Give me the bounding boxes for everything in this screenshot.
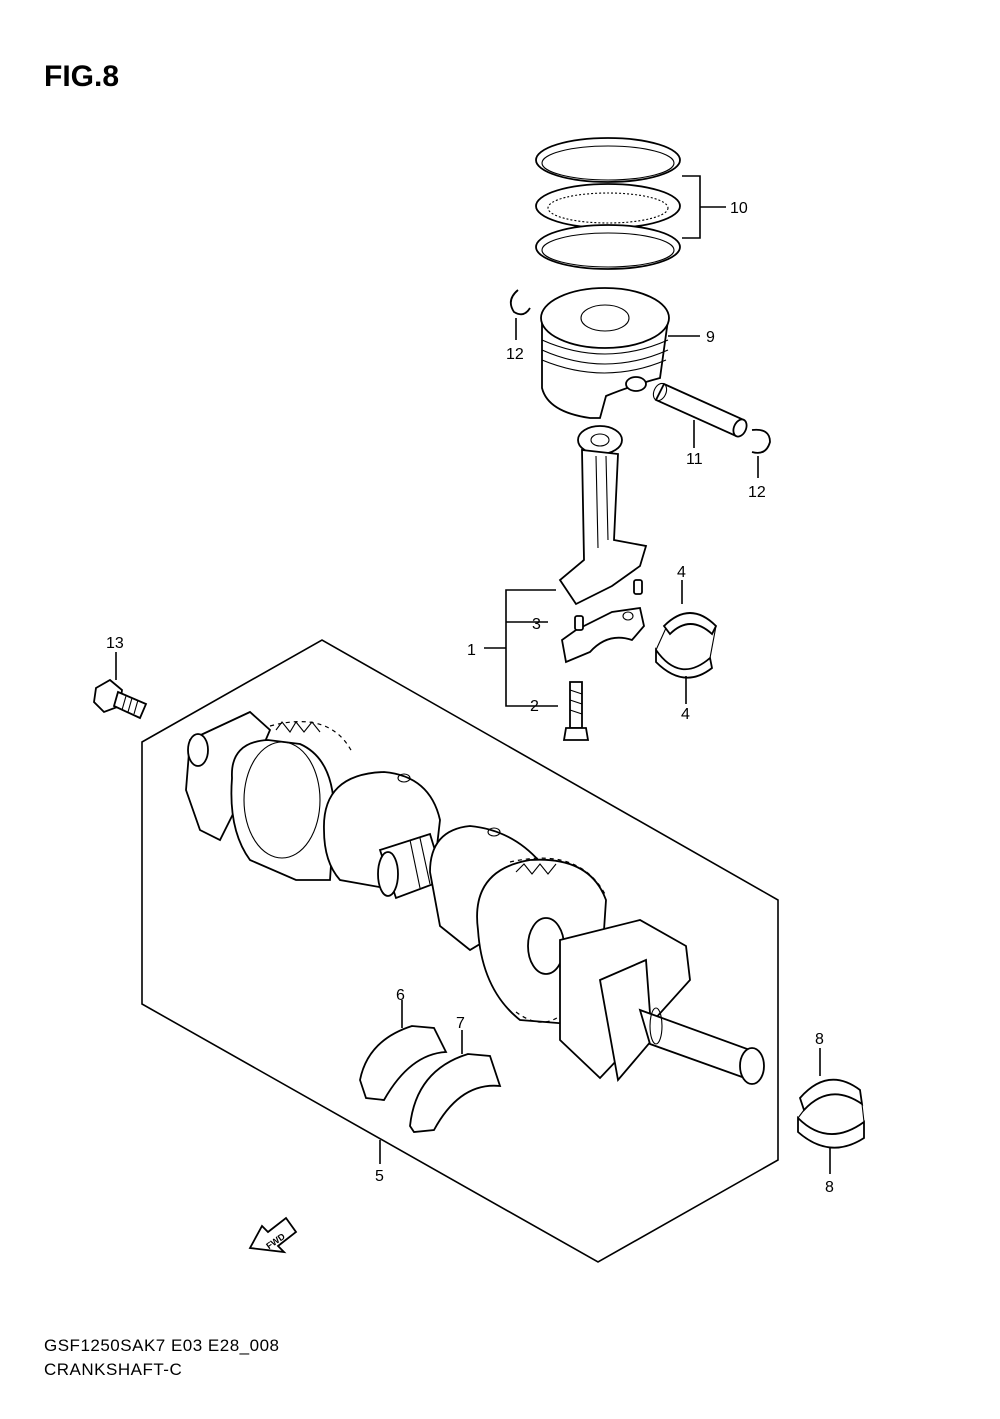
callout-11: 11 bbox=[686, 451, 703, 468]
crankshaft-assembly-outline bbox=[141, 639, 779, 1263]
callout-2: 2 bbox=[530, 698, 539, 715]
thrust-bearing-7[interactable] bbox=[409, 1053, 502, 1133]
fwd-arrow: FWD bbox=[248, 1216, 298, 1254]
callout-3: 3 bbox=[532, 616, 541, 633]
callout-13: 13 bbox=[106, 635, 124, 652]
connecting-rod[interactable] bbox=[558, 425, 648, 606]
crankshaft[interactable] bbox=[185, 710, 765, 1085]
callout-5: 5 bbox=[375, 1168, 384, 1185]
callout-4a: 4 bbox=[677, 564, 686, 581]
crankshaft-bearing[interactable] bbox=[797, 1078, 865, 1149]
model-code: GSF1250SAK7 E03 E28_008 bbox=[44, 1336, 280, 1355]
piston-pin-circlip-right[interactable] bbox=[751, 428, 771, 454]
callout-4b: 4 bbox=[681, 706, 690, 723]
callout-8b: 8 bbox=[825, 1179, 834, 1196]
thrust-bearing-6[interactable] bbox=[359, 1025, 448, 1101]
callout-7: 7 bbox=[456, 1015, 465, 1032]
figure-title: FIG.8 bbox=[44, 60, 120, 93]
callout-10: 10 bbox=[730, 200, 748, 217]
connecting-rod-cap[interactable] bbox=[561, 606, 645, 664]
callout-8a: 8 bbox=[815, 1031, 824, 1048]
piston[interactable] bbox=[540, 287, 670, 419]
dowel-pin[interactable] bbox=[574, 579, 643, 631]
conrod-bearing[interactable] bbox=[655, 612, 718, 679]
bolt-13[interactable] bbox=[93, 678, 148, 720]
callout-6: 6 bbox=[396, 987, 405, 1004]
callout-bracket-1 bbox=[484, 589, 558, 707]
callout-1: 1 bbox=[467, 642, 476, 659]
piston-pin-circlip-left[interactable] bbox=[509, 289, 531, 316]
piston-pin[interactable] bbox=[651, 381, 749, 438]
callout-12b: 12 bbox=[748, 484, 766, 501]
section-name: CRANKSHAFT-C bbox=[44, 1360, 183, 1379]
piston-rings[interactable] bbox=[535, 137, 681, 270]
rod-bolt[interactable] bbox=[562, 681, 590, 741]
callout-leader-10 bbox=[682, 175, 726, 239]
callout-9: 9 bbox=[706, 329, 715, 346]
callout-12a: 12 bbox=[506, 346, 524, 363]
